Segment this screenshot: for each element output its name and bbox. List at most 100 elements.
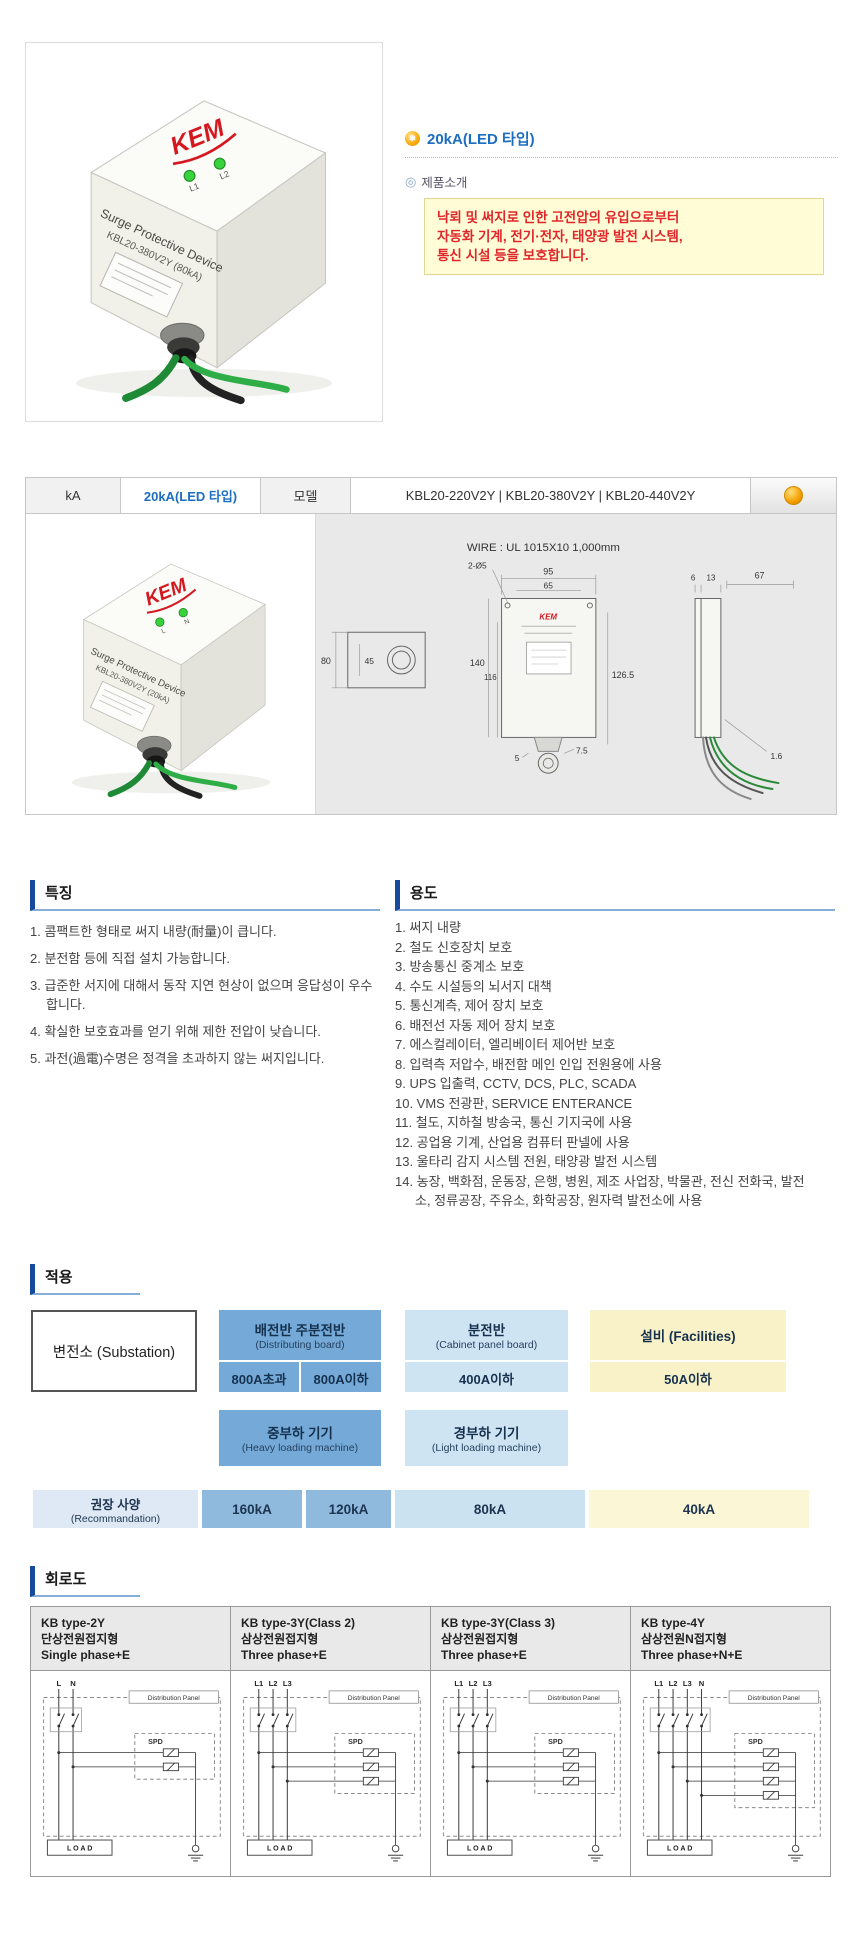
product-intro-label-row: ◎ 제품소개 — [405, 172, 467, 191]
spec-action-cell — [751, 478, 836, 514]
dimension-drawing-panel: WIRE : UL 1015X10 1,000mm 80 45 — [316, 514, 836, 814]
product-title-row: ✱ 20kA(LED 타입) — [405, 128, 535, 149]
spec-table: kA 20kA(LED 타입) 모델 KBL20-220V2Y | KBL20-… — [25, 477, 837, 815]
light-loading-label: 경부하 기기 — [453, 1426, 520, 1441]
recommendation-sublabel: (Recommandation) — [70, 1512, 161, 1525]
usage-item: 5. 통신계측, 제어 장치 보호 — [395, 998, 544, 1013]
usage-item: 14. 농장, 백화점, 운동장, 은행, 병원, 제조 사업장, 박물관, 전… — [395, 1173, 805, 1209]
dim-6: 6 — [691, 574, 696, 583]
svg-text:Distribution Panel: Distribution Panel — [547, 1694, 600, 1701]
circuit-title: 회로도 — [45, 1571, 87, 1588]
cabinet-panel-box: 분전반 (Cabinet panel board) 400A이하 — [405, 1310, 568, 1392]
product-intro-label: 제품소개 — [421, 176, 468, 190]
dim-holes: 2-Ø5 — [468, 561, 487, 571]
svg-text:L2: L2 — [668, 1679, 677, 1688]
circuit-column-header: KB type-3Y(Class 3) 삼상전원접지형 Three phase+… — [431, 1607, 631, 1671]
recommendation-label-cell: 권장 사양 (Recommandation) — [31, 1488, 200, 1530]
svg-text:SPD: SPD — [148, 1738, 163, 1746]
product-title: 20kA(LED 타입) — [427, 131, 535, 148]
feature-item: 4. 확실한 보호효과를 얻기 위해 제한 전압이 낮습니다. — [30, 1024, 321, 1039]
feature-item: 2. 분전함 등에 직접 설치 가능합니다. — [30, 951, 230, 966]
svg-text:L3: L3 — [682, 1679, 691, 1688]
dimension-drawing: WIRE : UL 1015X10 1,000mm 80 45 — [321, 542, 794, 800]
feature-item: 3. 급준한 서지에 대해서 동작 지연 현상이 없으며 응답성이 우수합니다. — [30, 978, 373, 1012]
description-line: 통신 시설 등을 보호합니다. — [437, 248, 589, 263]
heavy-loading-sublabel: (Heavy loading machine) — [241, 1442, 359, 1454]
dotted-divider — [405, 157, 838, 158]
svg-text:L3: L3 — [282, 1679, 291, 1688]
dim-140: 140 — [470, 658, 485, 668]
svg-text:Distribution Panel: Distribution Panel — [147, 1694, 200, 1701]
circuit-section-header: 회로도 — [30, 1566, 140, 1597]
feature-item: 5. 과전(過電)수명은 정격을 초과하지 않는 써지입니다. — [30, 1051, 325, 1066]
dim-126-5: 126.5 — [612, 670, 634, 680]
facilities-label: 설비 (Facilities) — [640, 1329, 736, 1344]
detail-button-icon[interactable] — [784, 486, 803, 505]
cabinet-cell: 400A이하 — [459, 1371, 514, 1387]
usage-title: 용도 — [410, 885, 438, 902]
heavy-loading-label: 중부하 기기 — [267, 1426, 333, 1441]
dim-45: 45 — [365, 656, 375, 666]
usage-item: 4. 수도 시설등의 뇌서지 대책 — [395, 978, 552, 994]
svg-text:L: L — [56, 1679, 61, 1688]
dim-7-5: 7.5 — [576, 745, 588, 755]
svg-text:N: N — [70, 1679, 75, 1688]
usage-item: 8. 입력측 저압수, 배전함 메인 인입 전원용에 사용 — [395, 1056, 662, 1072]
usage-item: 9. UPS 입출력, CCTV, DCS, PLC, SCADA — [395, 1076, 637, 1091]
spec-table-header: kA 20kA(LED 타입) 모델 KBL20-220V2Y | KBL20-… — [26, 478, 836, 514]
product-photo: KEM L1 L2 Surge Protective Device KBL20-… — [39, 51, 369, 414]
svg-text:N: N — [698, 1679, 703, 1688]
dim-5: 5 — [515, 753, 520, 763]
spec-model-list: KBL20-220V2Y | KBL20-380V2Y | KBL20-440V… — [351, 478, 751, 514]
cabinet-panel-label: 분전반 — [467, 1323, 506, 1338]
dim-95: 95 — [543, 567, 553, 577]
recommend-value-40kA: 40kA — [587, 1488, 811, 1530]
facilities-cell: 50A이하 — [664, 1371, 712, 1387]
features-list: 1. 콤팩트한 형태로 써지 내량(耐量)이 큽니다. 2. 분전함 등에 직접… — [30, 922, 382, 1076]
usage-item: 10. VMS 전광판, SERVICE ENTERANCE — [395, 1095, 633, 1111]
circuit-column-header: KB type-4Y 삼상전원N접지형 Three phase+N+E — [631, 1607, 831, 1671]
spec-ka-label: kA — [26, 478, 121, 514]
svg-text:L3: L3 — [482, 1679, 491, 1688]
usage-item: 2. 철도 신호장치 보호 — [395, 939, 513, 955]
recommend-value-120kA: 120kA — [304, 1488, 393, 1530]
svg-text:Distribution Panel: Distribution Panel — [347, 1694, 400, 1701]
spec-type-label: 20kA(LED 타입) — [121, 478, 261, 514]
svg-text:L2: L2 — [468, 1679, 477, 1688]
svg-text:L O A D: L O A D — [66, 1844, 91, 1852]
double-circle-icon: ◎ — [405, 174, 417, 189]
svg-text:L1: L1 — [254, 1679, 264, 1688]
dim-116: 116 — [484, 673, 497, 682]
svg-text:L O A D: L O A D — [266, 1844, 291, 1852]
dim-13: 13 — [707, 574, 716, 583]
substation-box: 변전소 (Substation) — [31, 1310, 197, 1392]
svg-text:L O A D: L O A D — [466, 1844, 491, 1852]
recommend-value-80kA: 80kA — [393, 1488, 587, 1530]
circuit-table: KB type-2Y 단상전원접지형 Single phase+E KB typ… — [30, 1606, 831, 1877]
svg-text:L2: L2 — [268, 1679, 277, 1688]
svg-text:L1: L1 — [654, 1679, 664, 1688]
circuit-column-header: KB type-3Y(Class 2) 삼상전원접지형 Three phase+… — [231, 1607, 431, 1671]
product-description-box: 낙뢰 및 써지로 인한 고전압의 유입으로부터 자동화 기계, 전기·전자, 태… — [424, 198, 824, 275]
svg-text:Distribution Panel: Distribution Panel — [747, 1694, 800, 1701]
dim-67: 67 — [755, 571, 765, 581]
circuit-table-header: KB type-2Y 단상전원접지형 Single phase+E KB typ… — [31, 1607, 831, 1671]
spec-model-label: 모델 — [261, 478, 351, 514]
distributing-board-box: 배전반 주분전반 (Distributing board) 800A초과 800… — [219, 1310, 381, 1394]
facilities-box: 설비 (Facilities) 50A이하 — [590, 1310, 786, 1392]
usage-item: 13. 울타리 감지 시스템 전원, 태양광 발전 시스템 — [395, 1154, 658, 1169]
usage-list: 1. 써지 내량 2. 철도 신호장치 보호 3. 방송통신 중계소 보호 4.… — [395, 918, 820, 1211]
features-section-header: 특징 — [30, 880, 380, 911]
product-photo-small: KEM L N Surge Protective Device KBL20-38… — [26, 514, 316, 814]
usage-item: 12. 공업용 기계, 산업용 컴퓨터 판넬에 사용 — [395, 1134, 630, 1150]
svg-text:L1: L1 — [188, 180, 201, 193]
distributing-cell: 800A이하 — [299, 1362, 381, 1394]
svg-text:N: N — [183, 618, 190, 626]
recommendation-label: 권장 사양 — [90, 1497, 141, 1512]
distributing-board-label: 배전반 주분전반 — [254, 1323, 346, 1338]
